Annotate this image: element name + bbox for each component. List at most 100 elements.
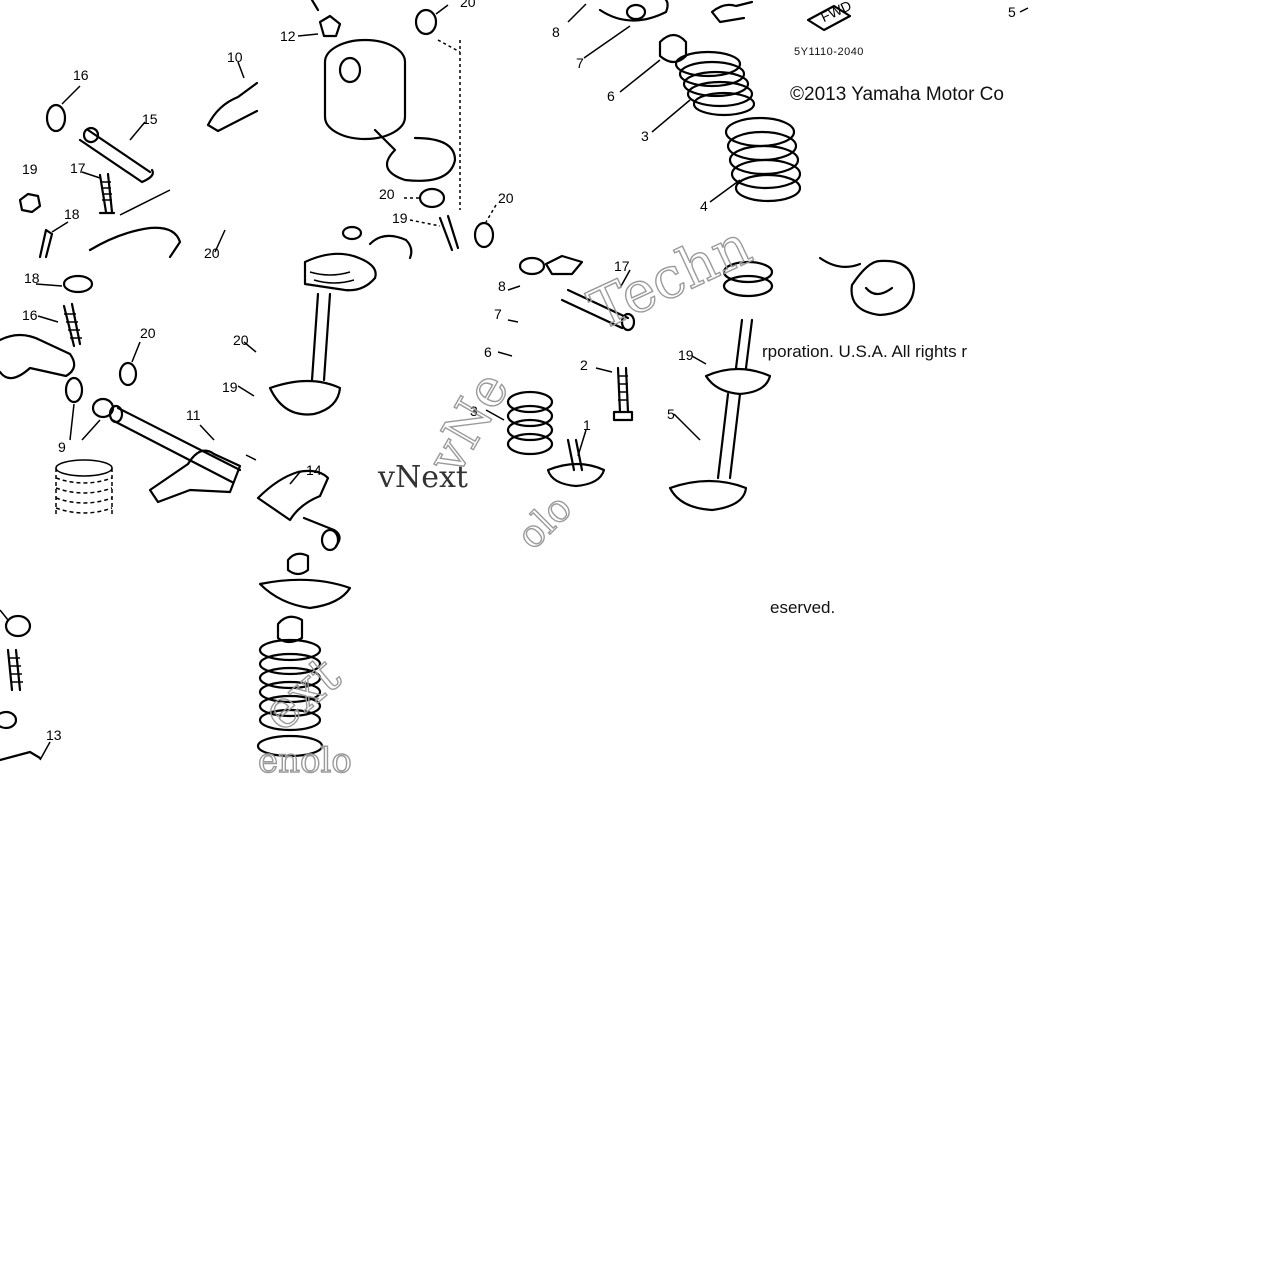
callout-7: 7 bbox=[576, 55, 584, 71]
tile-spring-i bbox=[256, 528, 352, 758]
rocker-shaft-part-9 bbox=[110, 406, 242, 484]
tile-valve-f: 20 19 14 bbox=[222, 225, 413, 548]
callout-5: 5 bbox=[1008, 4, 1016, 20]
svg-text:enolo: enolo bbox=[258, 741, 352, 781]
valve-seal-part-i bbox=[286, 552, 310, 576]
valve-stem-part-f bbox=[310, 292, 332, 382]
callout-18-f: 19 bbox=[222, 379, 238, 395]
locknut-part-b bbox=[418, 187, 446, 209]
locknut-part-h bbox=[4, 614, 32, 638]
inner-spring-part bbox=[674, 50, 756, 117]
watermark-outlines: Techn vNe ext enolo olo bbox=[250, 212, 761, 782]
outer-spring-part bbox=[724, 116, 802, 203]
rocker-arm-part-10 bbox=[206, 81, 259, 133]
callout-20-c: 20 bbox=[498, 190, 514, 206]
tile-rocker-arm-e: 18 16 20 9 11 bbox=[0, 270, 257, 514]
adjusting-screw-part-e bbox=[62, 302, 82, 348]
rocker-arm-part-e bbox=[0, 333, 76, 380]
retainer-part-2 bbox=[546, 462, 606, 488]
tile-valve-g: 8 7 6 3 17 2 1 5 19 bbox=[470, 254, 774, 512]
adjusting-screw-part-h bbox=[6, 648, 22, 692]
callout-19: 19 bbox=[22, 161, 38, 177]
locknut-part bbox=[18, 192, 42, 214]
callout-13: 13 bbox=[46, 727, 62, 743]
callout-9: 11 bbox=[186, 407, 201, 423]
callout-19-b: 20 bbox=[379, 186, 395, 202]
copyright-line-2: rporation. U.S.A. All rights r bbox=[762, 342, 968, 361]
tile-rocker-h: 13 bbox=[0, 609, 62, 762]
callout-3-g: 3 bbox=[470, 403, 478, 419]
callout-1: 5 bbox=[667, 406, 675, 422]
adjusting-screw-part bbox=[38, 228, 54, 259]
callout-11: 14 bbox=[306, 462, 322, 478]
callout-3: 3 bbox=[641, 128, 649, 144]
rocker-arm-part-9 bbox=[148, 449, 242, 504]
valve-head-part-1 bbox=[668, 479, 748, 512]
rocker-arm-part-f bbox=[303, 252, 377, 292]
valve-seal-part-i2 bbox=[276, 615, 304, 644]
callout-18: 18 bbox=[64, 206, 80, 222]
svg-text:Techn: Techn bbox=[580, 213, 761, 344]
washer-part bbox=[414, 8, 438, 36]
callout-6-g: 6 bbox=[484, 344, 492, 360]
retainer-part-5 bbox=[704, 367, 772, 396]
callout-19-e: 18 bbox=[24, 270, 40, 286]
copyright-line-1: ©2013 Yamaha Motor Co bbox=[790, 84, 1004, 105]
copyright-line-3: eserved. bbox=[770, 598, 836, 617]
valve-part-b bbox=[373, 128, 457, 182]
callout-16-e: 20 bbox=[140, 325, 156, 341]
rocker-shaft-part bbox=[78, 126, 152, 184]
watermark-text: vNext bbox=[378, 460, 468, 495]
callout-16: 16 bbox=[73, 67, 89, 83]
callout-15: 15 bbox=[142, 111, 158, 127]
callout-17: 17 bbox=[70, 160, 86, 176]
valve-head-part-d bbox=[850, 259, 916, 317]
spring-part-g2 bbox=[722, 260, 774, 298]
valve-stem-part-1 bbox=[734, 318, 754, 370]
diagram-code: 5Y1110-2040 bbox=[794, 46, 864, 58]
callout-20: 20 bbox=[204, 245, 220, 261]
callout-5-g: 19 bbox=[678, 347, 694, 363]
svg-text:ext: ext bbox=[251, 645, 352, 743]
spring-part-g bbox=[506, 390, 554, 456]
callout-2: 1 bbox=[583, 417, 591, 433]
callout-8-g: 8 bbox=[498, 278, 506, 294]
callout-20-b: 20 bbox=[460, 0, 476, 10]
locknut-part-e bbox=[62, 274, 94, 294]
valve-stem-part-1b bbox=[716, 392, 742, 480]
fwd-arrow-icon bbox=[806, 4, 852, 32]
callout-19-f: 20 bbox=[233, 332, 249, 348]
callout-20-e: 9 bbox=[58, 439, 66, 455]
callout-12: 12 bbox=[280, 28, 296, 44]
spring-part-i bbox=[256, 638, 324, 758]
adjusting-screw-part-b bbox=[438, 214, 460, 252]
rocker-shaft-part-14 bbox=[560, 288, 630, 330]
tile-rocker-shaft-a: 16 15 10 19 17 18 20 bbox=[18, 49, 259, 261]
callout-10: 10 bbox=[227, 49, 243, 65]
retainer-part bbox=[598, 0, 669, 22]
callout-8: 8 bbox=[552, 24, 560, 40]
callout-14: 17 bbox=[614, 258, 630, 274]
spring-part-e bbox=[55, 459, 113, 514]
rocker-arm-part-12 bbox=[310, 0, 342, 38]
lifter-body-part bbox=[323, 38, 407, 141]
tile-valve-lifter-b: 12 20 20 19 20 bbox=[280, 0, 514, 252]
retainer-part-i bbox=[258, 578, 352, 610]
o-ring-part bbox=[45, 103, 67, 133]
callout-4: 4 bbox=[700, 198, 708, 214]
callout-18-b: 19 bbox=[392, 210, 408, 226]
callout-6: 6 bbox=[607, 88, 615, 104]
rocker-arm-part bbox=[88, 226, 182, 259]
valve-head-part-f bbox=[268, 379, 342, 416]
svg-text:olo: olo bbox=[508, 486, 580, 558]
rocker-arm-part-11 bbox=[256, 469, 341, 548]
callout-17-g: 2 bbox=[580, 357, 588, 373]
tile-valve-spring-c: 8 7 6 3 4 bbox=[552, 0, 802, 214]
rocker-arm-part-c bbox=[710, 0, 754, 24]
tile-legend-d: FWD 5 bbox=[806, 0, 1029, 317]
rocker-arm-part-g bbox=[544, 254, 584, 276]
o-ring-part-e bbox=[118, 361, 138, 387]
callout-7-g: 7 bbox=[494, 306, 502, 322]
